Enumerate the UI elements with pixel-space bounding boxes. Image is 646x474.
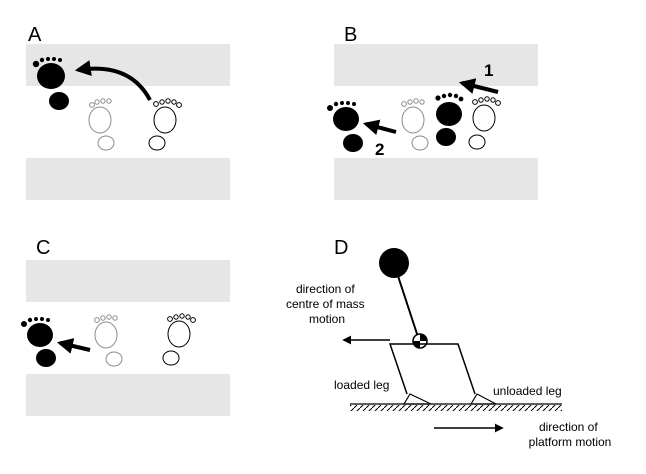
step-arrow — [74, 60, 152, 101]
band-top — [26, 260, 230, 302]
step-arrow — [56, 338, 91, 354]
band-bottom — [26, 158, 230, 200]
foot-black-right — [435, 92, 464, 146]
centre-of-mass-symbol — [412, 333, 428, 349]
pendulum-rod — [397, 275, 420, 341]
com-direction-label: direction of centre of mass motion — [286, 282, 368, 326]
unloaded-leg-label: unloaded leg — [493, 384, 562, 398]
step-2-arrow — [362, 119, 397, 136]
step-1-arrow — [458, 78, 499, 94]
step-2-label: 2 — [375, 140, 384, 159]
panel-b-letter: B — [344, 24, 357, 46]
loaded-leg-label: loaded leg — [334, 378, 389, 392]
foot-outline — [468, 96, 501, 150]
foot-outline — [148, 98, 182, 151]
com-line-2: centre of mass — [286, 297, 365, 311]
panel-d-letter: D — [334, 237, 348, 259]
legs-frame — [388, 343, 476, 395]
loaded-leg-foot — [402, 393, 432, 405]
band-bottom — [26, 374, 230, 416]
foot-moved-black — [32, 57, 69, 110]
platform-direction-label: direction of platform motion — [529, 420, 612, 449]
panel-a: A — [26, 24, 230, 200]
foot-ghost-grey — [88, 98, 115, 151]
ground-hatch — [350, 405, 562, 411]
body-mass — [379, 248, 409, 278]
panel-c: C — [21, 237, 230, 416]
panel-a-letter: A — [28, 24, 42, 46]
com-line-1: direction of — [296, 282, 355, 296]
platform-line-2: platform motion — [529, 435, 612, 449]
foot-black-left — [327, 101, 363, 152]
foot-outline — [162, 313, 196, 366]
foot-ghost-grey — [401, 98, 429, 151]
panel-b: B 1 2 — [327, 24, 538, 200]
com-line-3: motion — [309, 312, 345, 326]
platform-line-1: direction of — [539, 420, 598, 434]
panel-d: D direction of centre of mass motion loa… — [286, 237, 611, 449]
foot-black — [21, 317, 56, 367]
band-bottom — [334, 158, 538, 200]
panel-c-letter: C — [36, 237, 50, 259]
foot-ghost-grey — [94, 314, 123, 367]
step-1-label: 1 — [484, 61, 493, 80]
band-top — [334, 44, 538, 86]
